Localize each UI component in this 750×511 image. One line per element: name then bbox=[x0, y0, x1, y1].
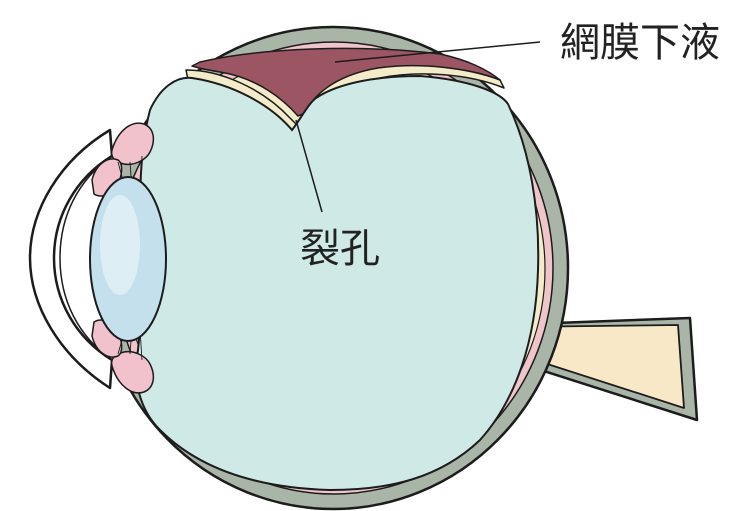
lens-highlight bbox=[100, 195, 140, 295]
subretinal-fluid-label: 網膜下液 bbox=[560, 20, 720, 66]
vitreous-body bbox=[136, 76, 538, 490]
retinal-break-label: 裂孔 bbox=[300, 226, 380, 272]
